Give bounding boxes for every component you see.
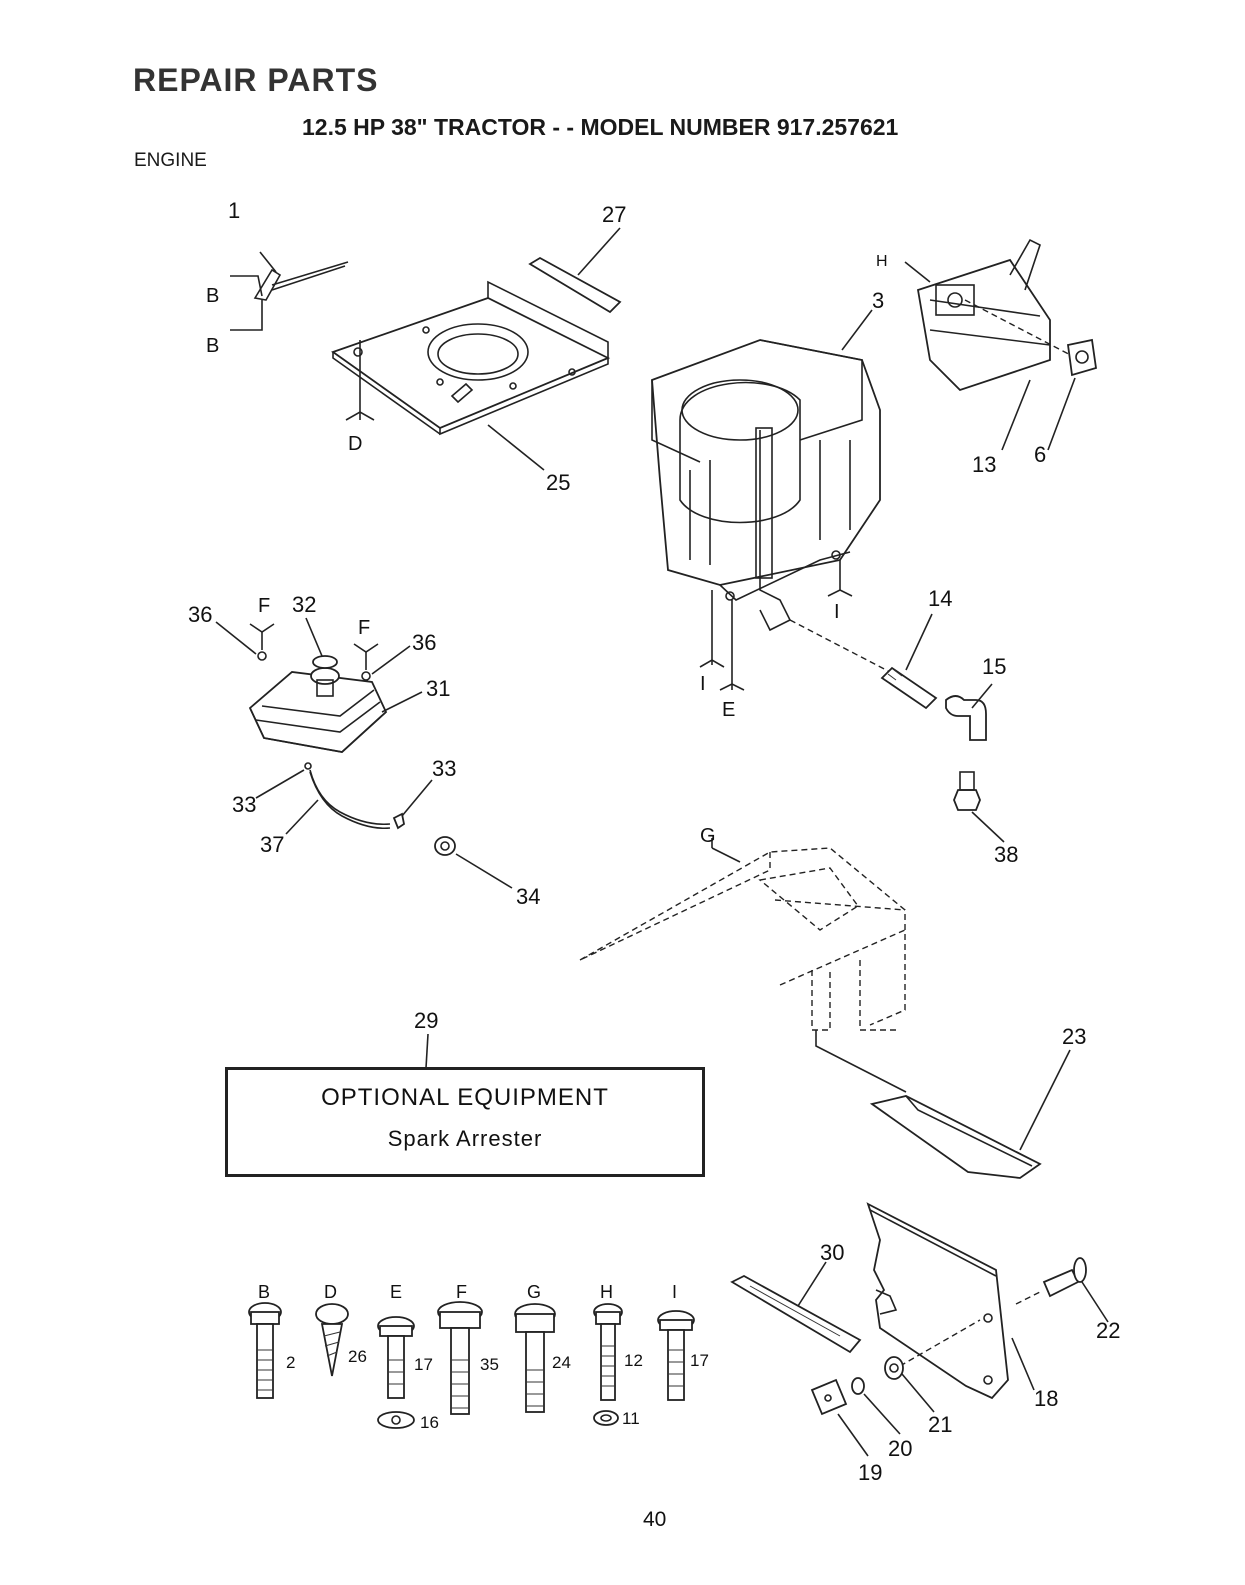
nut-20 (852, 1378, 864, 1394)
bolt-22 (1044, 1258, 1086, 1296)
clip-19 (812, 1380, 846, 1414)
optional-equipment-box: OPTIONAL EQUIPMENT Spark Arrester (225, 1067, 705, 1177)
callout-31: 31 (426, 676, 450, 701)
pipe-fittings (790, 620, 986, 810)
heat-shield-part (872, 1096, 1040, 1178)
frame-outline (580, 838, 906, 1092)
callout-12: 12 (624, 1351, 643, 1370)
callout-32: 32 (292, 592, 316, 617)
callout-14: 14 (928, 586, 952, 611)
ref-letter-b: B (206, 335, 219, 357)
callout-29: 29 (414, 1008, 438, 1033)
optional-equipment-heading: OPTIONAL EQUIPMENT (228, 1084, 702, 1112)
callout-17: 17 (690, 1351, 709, 1370)
bolt-e (378, 1317, 414, 1428)
callout-33: 33 (432, 756, 456, 781)
hardware-letter-g: G (527, 1282, 541, 1302)
bolt-g (515, 1304, 555, 1412)
callout-33: 33 (232, 792, 256, 817)
callout-34: 34 (516, 884, 540, 909)
callout-18: 18 (1034, 1386, 1058, 1411)
hardware-letter-h: H (600, 1282, 613, 1302)
washer-21 (885, 1357, 903, 1379)
callout-23: 23 (1062, 1024, 1086, 1049)
bolt-h (594, 1304, 622, 1425)
hardware-letter-e: E (390, 1282, 402, 1302)
callout-21: 21 (928, 1412, 952, 1437)
callout-13: 13 (972, 452, 996, 477)
ref-letter-b: B (206, 285, 219, 307)
callout-20: 20 (888, 1436, 912, 1461)
callout-24: 24 (552, 1353, 571, 1372)
hardware-letter-b: B (258, 1282, 270, 1302)
callout-36: 36 (412, 630, 436, 655)
callout-11: 11 (622, 1409, 640, 1428)
engine-part (652, 340, 880, 690)
ref-letter-h: H (876, 253, 888, 270)
ref-letter-d: D (348, 433, 362, 455)
callout-30: 30 (820, 1240, 844, 1265)
callout-35: 35 (480, 1355, 499, 1374)
callout-16: 16 (420, 1413, 439, 1432)
callout-37: 37 (260, 832, 284, 857)
muffler-part (905, 240, 1096, 390)
hardware-letter-i: I (672, 1282, 677, 1302)
bolt-b (249, 1303, 281, 1398)
mounting-plate-part (333, 282, 608, 434)
ref-letter-e: E (722, 699, 735, 721)
callout-2: 2 (286, 1353, 295, 1372)
ref-letter-g: G (700, 825, 716, 847)
foam-strip-30 (732, 1276, 860, 1352)
callout-25: 25 (546, 470, 570, 495)
page-number: 40 (643, 1508, 666, 1532)
hardware-letter-d: D (324, 1282, 337, 1302)
ref-letter-i: I (700, 673, 706, 695)
callout-36: 36 (188, 602, 212, 627)
callout-22: 22 (1096, 1318, 1120, 1343)
callout-17: 17 (414, 1355, 433, 1374)
callout-6: 6 (1034, 442, 1046, 467)
ref-letter-f: F (358, 617, 370, 639)
fuel-tank-part (250, 624, 455, 855)
callout-15: 15 (982, 654, 1006, 679)
callout-38: 38 (994, 842, 1018, 867)
bolt-i (658, 1311, 694, 1400)
callout-27: 27 (602, 202, 626, 227)
bolt-f (438, 1302, 482, 1414)
callout-26: 26 (348, 1347, 367, 1366)
dipstick-part (230, 252, 348, 330)
screw-d (316, 1304, 348, 1376)
callout-3: 3 (872, 288, 884, 313)
ref-letter-f: F (258, 595, 270, 617)
callout-1: 1 (228, 198, 240, 223)
ref-letter-i: I (834, 601, 840, 623)
spark-arrester-label: Spark Arrester (228, 1126, 702, 1152)
callout-19: 19 (858, 1460, 882, 1485)
foam-strip-part (530, 258, 620, 312)
hardware-letter-f: F (456, 1282, 467, 1302)
